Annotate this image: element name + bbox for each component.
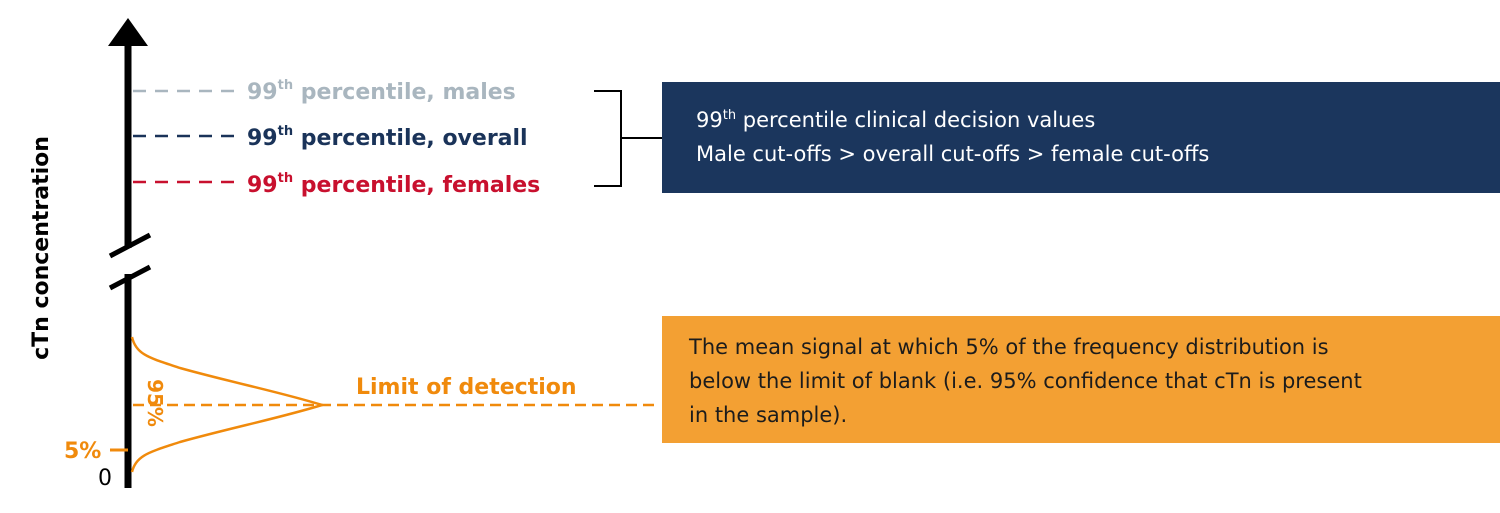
zero-label: 0: [98, 466, 112, 491]
detection-box-line-1: The mean signal at which 5% of the frequ…: [689, 335, 1329, 359]
curve-percent-label: 95%: [143, 379, 167, 427]
axis-break-mark-bottom: [108, 264, 152, 291]
detection-box-line-3: in the sample).: [689, 403, 848, 427]
decision-values-box: 99th percentile clinical decision values…: [662, 82, 1500, 193]
decision-box-line-1: 99th percentile clinical decision values: [696, 108, 1096, 132]
detection-label: Limit of detection: [356, 375, 577, 400]
overall-label: 99th percentile, overall: [247, 124, 528, 151]
axis-break-mark-top: [108, 232, 152, 259]
detection-box-line-2: below the limit of blank (i.e. 95% confi…: [689, 369, 1362, 393]
five-percent-label: 5%: [64, 439, 101, 464]
detection-explanation-box: The mean signal at which 5% of the frequ…: [662, 316, 1500, 443]
females-label: 99th percentile, females: [247, 171, 540, 198]
decision-box-line-2: Male cut-offs > overall cut-offs > femal…: [696, 142, 1210, 166]
axis-arrowhead-icon: [108, 18, 148, 46]
percentile-bracket: [594, 90, 662, 187]
axis-label: cTn concentration: [29, 136, 54, 360]
males-label: 99th percentile, males: [247, 78, 516, 105]
